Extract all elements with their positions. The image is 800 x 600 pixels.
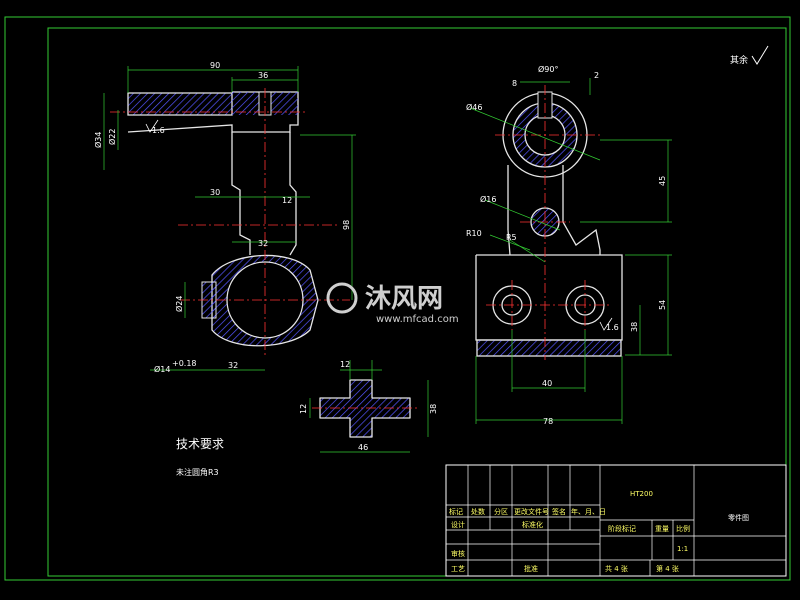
dim-small-hole-tol: +0.18 — [172, 359, 197, 368]
tb-row-label-0: 标记 — [449, 507, 463, 516]
dim-bore-dia: Ø22 — [107, 129, 117, 145]
dim-small-hole: Ø14 — [154, 364, 170, 374]
dim-top-dia: Ø46 — [466, 102, 482, 112]
dim-hole-spacing: 40 — [542, 379, 552, 388]
tech-line1: 未注圆角R3 — [176, 467, 219, 477]
arm — [231, 132, 297, 256]
dim-height: 98 — [342, 220, 351, 230]
roughness-icon-right — [599, 317, 613, 331]
tb-sheet-no: 第 4 张 — [656, 564, 679, 573]
dim-base-height: 54 — [658, 300, 667, 310]
watermark-name: 沐风网 — [365, 284, 443, 314]
dim-total-length: 90 — [210, 61, 220, 70]
tb-checker: 审核 — [451, 549, 465, 558]
inner-frame — [47, 27, 787, 577]
tb-row-label-3: 更改文件号 — [514, 507, 549, 516]
dim-roughness-right: 1.6 — [606, 323, 619, 332]
roughness-check-icon — [751, 45, 769, 65]
tech-title: 技术要求 — [176, 437, 224, 451]
dim-section-length: 46 — [358, 443, 368, 452]
dim-radius-5: R5 — [506, 233, 517, 242]
dim-hole-dia: Ø24 — [174, 296, 184, 312]
tb-sheets-total: 共 4 张 — [605, 564, 628, 573]
corner-note: 其余 — [730, 54, 748, 66]
dim-ring-width: 32 — [258, 239, 268, 248]
dim-thickness: 12 — [299, 404, 308, 414]
cross-section: 12 12 38 46 — [299, 360, 438, 453]
dim-arm-width: 12 — [282, 196, 292, 205]
roughness-icon-left — [145, 119, 159, 133]
dim-mid-dia: Ø16 — [480, 194, 496, 204]
tb-designer: 设计 — [451, 520, 465, 529]
boss-hatch-mid — [232, 92, 258, 115]
tb-row-label-4: 签名 — [552, 507, 566, 516]
title-block: HT200 零件图 标记 处数 分区 更改文件号 签名 年、月、日 设计 标准化… — [445, 464, 787, 577]
watermark-url: www.mfcad.com — [376, 314, 459, 325]
tb-process: 工艺 — [451, 565, 465, 573]
dim-arm-offset: 30 — [210, 188, 220, 197]
base-hatch — [476, 339, 622, 357]
dim-boss-length: 36 — [258, 71, 268, 80]
tb-weight: 重量 — [655, 525, 669, 533]
outer-frame — [4, 16, 791, 581]
dim-rib: 12 — [340, 360, 350, 369]
tb-stage-mark: 阶段标记 — [608, 524, 636, 533]
tb-approve: 批准 — [524, 564, 538, 573]
tb-scale-label: 比例 — [676, 524, 690, 533]
boss-section — [127, 92, 233, 116]
dim-radius-10: R10 — [466, 229, 482, 238]
watermark: 沐风网 www.mfcad.com — [326, 282, 459, 325]
dim-section-height: 38 — [429, 404, 438, 414]
left-view: 90 36 Ø34 Ø22 1.6 30 12 32 98 Ø24 Ø14 +0… — [93, 61, 356, 374]
tb-row-label-5: 年、月、日 — [571, 507, 606, 516]
tb-row-label-2: 分区 — [494, 507, 508, 516]
dim-roughness: 1.6 — [152, 126, 165, 135]
dim-top-height: 45 — [658, 176, 667, 186]
tb-row-label-1: 处数 — [471, 507, 485, 516]
tb-scale: 1:1 — [677, 545, 688, 553]
dim-chamfer: 2 — [594, 71, 599, 80]
dim-hole-height: 38 — [630, 322, 639, 332]
right-view: Ø46 8 Ø90° 2 45 Ø16 R10 R5 54 38 1.6 40 … — [466, 64, 672, 426]
cross-shape — [319, 379, 411, 438]
tb-standardize: 标准化 — [522, 520, 543, 529]
dim-bottom-width: 32 — [228, 361, 238, 370]
tb-drawing-name: 零件图 — [728, 513, 749, 522]
dim-angle: Ø90° — [538, 64, 558, 74]
dim-slot-width: 8 — [512, 79, 517, 88]
dim-outer-dia: Ø34 — [93, 132, 103, 148]
tb-material: HT200 — [630, 490, 653, 498]
dim-base-width: 78 — [543, 417, 553, 426]
base-plate — [475, 165, 623, 341]
